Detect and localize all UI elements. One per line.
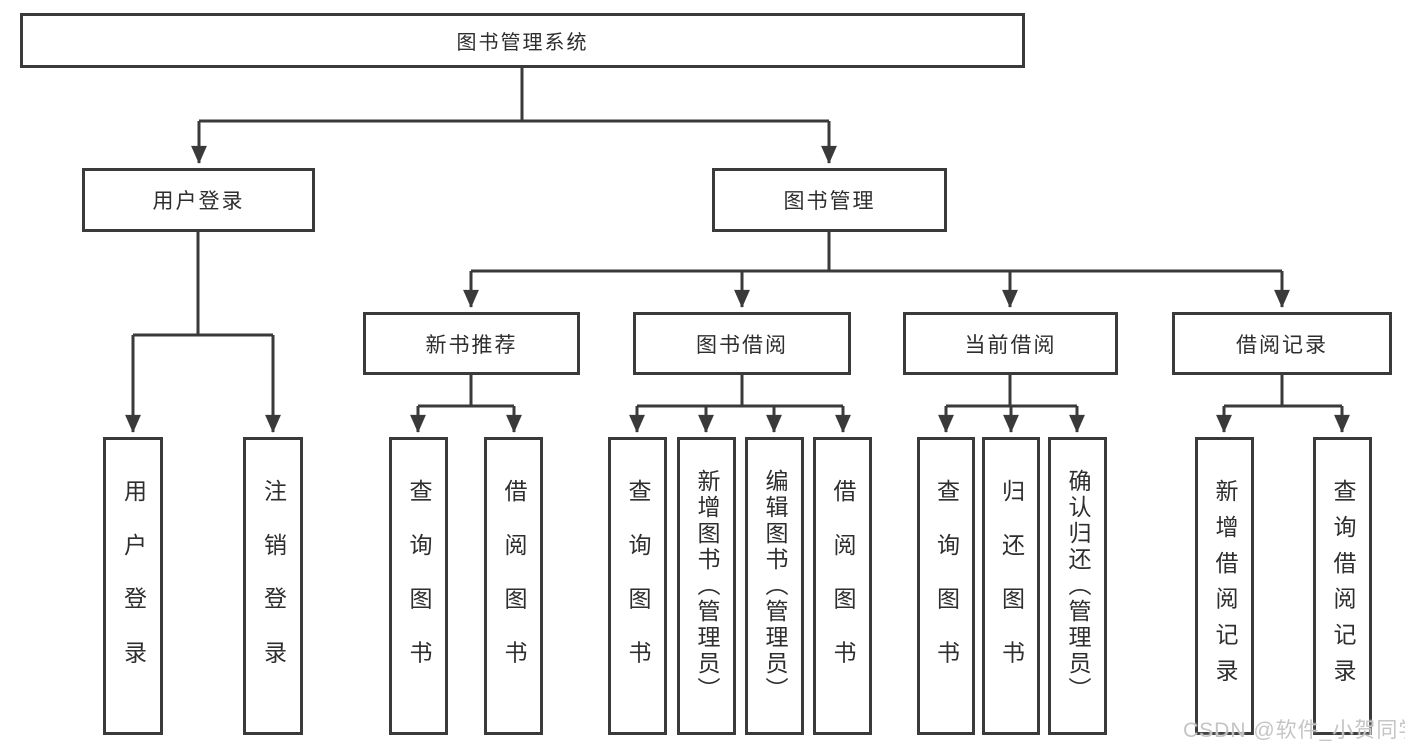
leaf-query-borrow-record: 查询借阅记录 (1313, 437, 1372, 735)
node-book-borrowing: 图书借阅 (633, 312, 851, 375)
leaf-add-book-admin: 新增图书（管理员） (677, 437, 736, 735)
node-book-borrowing-label: 图书借阅 (696, 333, 788, 357)
leaf-add-borrow-record: 新增借阅记录 (1195, 437, 1254, 735)
node-new-book-recommend-label: 新书推荐 (425, 333, 518, 357)
leaf-query-books-1: 查询图书 (389, 437, 448, 735)
leaf-return-book-label: 归还图书 (998, 478, 1025, 694)
leaf-query-books-2-label: 查询图书 (625, 478, 651, 694)
leaf-borrow-books-2: 借阅图书 (813, 437, 872, 735)
leaf-user-login-label: 用户登录 (120, 478, 147, 694)
node-current-borrowing-label: 当前借阅 (964, 333, 1057, 357)
node-borrow-records-label: 借阅记录 (1236, 333, 1328, 357)
leaf-add-book-admin-label: 新增图书（管理员） (694, 469, 720, 703)
leaf-confirm-return-admin: 确认归还（管理员） (1048, 437, 1107, 735)
leaf-user-login: 用户登录 (103, 437, 163, 735)
csdn-watermark: CSDN @软件_小贺同学 (1183, 719, 1405, 742)
node-library-system: 图书管理系统 (20, 13, 1025, 68)
leaf-edit-book-admin-label: 编辑图书（管理员） (762, 469, 788, 703)
leaf-borrow-books-1: 借阅图书 (484, 437, 543, 735)
leaf-query-books-3: 查询图书 (917, 437, 975, 735)
node-book-management-label: 图书管理 (783, 190, 876, 213)
node-library-system-label: 图书管理系统 (456, 32, 589, 54)
leaf-edit-book-admin: 编辑图书（管理员） (745, 437, 804, 735)
leaf-query-books-1-label: 查询图书 (406, 478, 432, 694)
node-new-book-recommend: 新书推荐 (363, 312, 580, 375)
leaf-return-book: 归还图书 (982, 437, 1040, 735)
node-user-login: 用户登录 (82, 168, 315, 232)
node-current-borrowing: 当前借阅 (903, 312, 1118, 375)
leaf-query-books-2: 查询图书 (608, 437, 667, 735)
leaf-borrow-books-1-label: 借阅图书 (501, 478, 527, 694)
leaf-query-books-3-label: 查询图书 (933, 478, 960, 694)
leaf-confirm-return-admin-label: 确认归还（管理员） (1065, 469, 1091, 703)
node-borrow-records: 借阅记录 (1172, 312, 1392, 375)
leaf-add-borrow-record-label: 新增借阅记录 (1212, 478, 1238, 694)
leaf-query-borrow-record-label: 查询借阅记录 (1330, 478, 1356, 694)
leaf-logout: 注销登录 (243, 437, 303, 735)
leaf-borrow-books-2-label: 借阅图书 (830, 478, 856, 694)
node-user-login-label: 用户登录 (152, 190, 245, 213)
leaf-logout-label: 注销登录 (260, 478, 287, 694)
node-book-management: 图书管理 (712, 168, 947, 232)
